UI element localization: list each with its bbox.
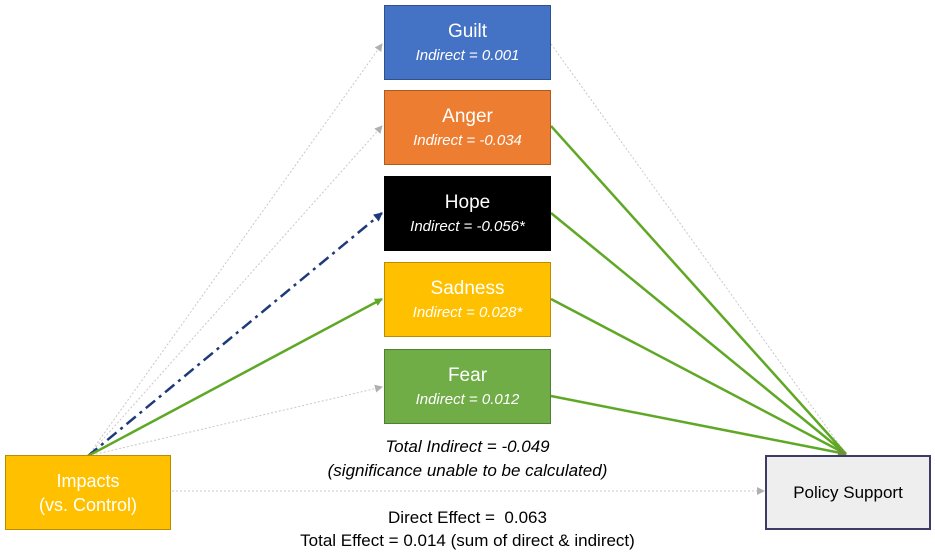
significance-note: (significance unable to be calculated) xyxy=(327,461,608,480)
path-anger-policy xyxy=(550,125,847,455)
hope-indirect-effect: Indirect = -0.056* xyxy=(410,217,525,235)
anger-box: Anger Indirect = -0.034 xyxy=(384,90,551,165)
path-impacts-sadness xyxy=(87,297,383,458)
path-impacts-anger xyxy=(87,125,383,457)
policy-support-box: Policy Support xyxy=(765,455,931,530)
anger-indirect-effect: Indirect = -0.034 xyxy=(413,131,522,149)
total-effect-text: Total Effect = 0.014 (sum of direct & in… xyxy=(300,531,635,550)
fear-box: Fear Indirect = 0.012 xyxy=(384,349,551,424)
path-fear-policy xyxy=(550,394,847,457)
guilt-label: Guilt xyxy=(447,20,488,42)
anger-label: Anger xyxy=(442,105,493,127)
path-sadness-policy xyxy=(550,297,847,456)
fear-label: Fear xyxy=(447,364,488,386)
sadness-box: Sadness Indirect = 0.028* xyxy=(384,262,551,337)
impacts-box: Impacts (vs. Control) xyxy=(5,455,171,530)
sadness-label: Sadness xyxy=(430,277,505,299)
fear-indirect-effect: Indirect = 0.012 xyxy=(415,390,520,408)
path-impacts-guilt xyxy=(87,43,383,457)
direct-effect-text: Direct Effect = 0.063 xyxy=(388,508,547,527)
guilt-indirect-effect: Indirect = 0.001 xyxy=(415,46,520,64)
hope-box: Hope Indirect = -0.056* xyxy=(384,176,551,251)
path-guilt-policy xyxy=(550,43,847,455)
path-hope-policy xyxy=(550,212,847,455)
guilt-box: Guilt Indirect = 0.001 xyxy=(384,5,551,80)
hope-label: Hope xyxy=(444,191,491,213)
sadness-indirect-effect: Indirect = 0.028* xyxy=(412,303,523,321)
path-impacts-hope xyxy=(87,212,383,457)
impacts-sublabel: (vs. Control) xyxy=(38,494,137,515)
policy-support-label: Policy Support xyxy=(793,482,903,502)
impacts-label: Impacts xyxy=(56,470,120,491)
total-indirect-text: Total Indirect = -0.049 xyxy=(385,437,550,456)
